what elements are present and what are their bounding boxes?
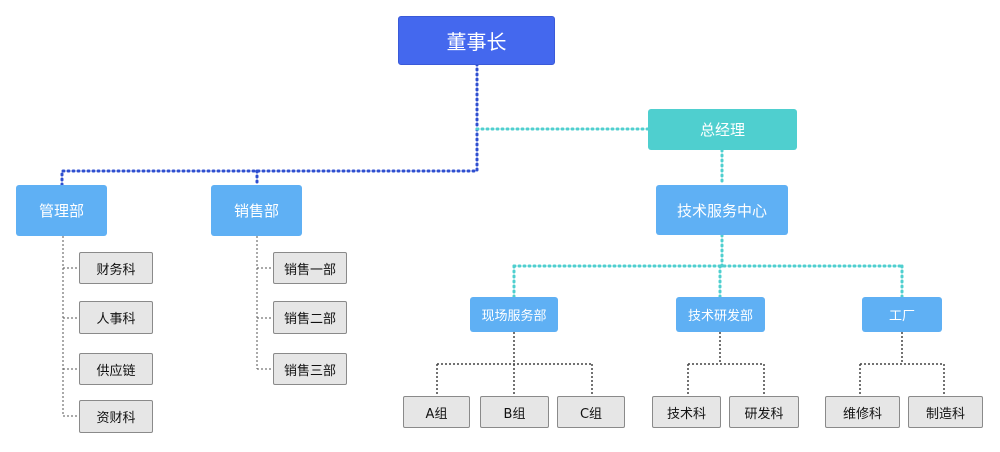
general-manager-label: 总经理 bbox=[699, 121, 745, 139]
section-label: 财务科 bbox=[96, 262, 136, 278]
management-dept-box: 管理部 bbox=[16, 185, 107, 236]
section-label: 资财科 bbox=[96, 411, 136, 426]
section-hr: 人事科 bbox=[79, 301, 153, 334]
chairman-box: 董事长 bbox=[398, 16, 555, 65]
factory-box: 工厂 bbox=[862, 297, 942, 332]
section-research: 研发科 bbox=[729, 396, 799, 428]
rnd-dept-box: 技术研发部 bbox=[676, 297, 765, 332]
gm-connectors bbox=[475, 127, 904, 299]
section-tech: 技术科 bbox=[652, 396, 721, 428]
dept-connectors bbox=[62, 236, 274, 417]
group-a: A组 bbox=[403, 396, 470, 428]
group-label: B组 bbox=[503, 406, 526, 422]
section-label: 制造科 bbox=[925, 406, 965, 422]
field-service-dept-label: 现场服务部 bbox=[481, 309, 547, 324]
general-manager-box: 总经理 bbox=[648, 109, 797, 150]
management-dept-label: 管理部 bbox=[38, 202, 84, 220]
section-label: 供应链 bbox=[96, 363, 136, 379]
section-label: 销售三部 bbox=[283, 363, 336, 379]
section-label: 研发科 bbox=[744, 406, 784, 422]
section-assets: 资财科 bbox=[79, 400, 153, 433]
group-label: C组 bbox=[579, 406, 603, 422]
group-c: C组 bbox=[557, 396, 625, 428]
factory-label: 工厂 bbox=[888, 309, 915, 324]
field-service-dept-box: 现场服务部 bbox=[470, 297, 558, 332]
tech-center-box: 技术服务中心 bbox=[656, 185, 788, 235]
section-supply-chain: 供应链 bbox=[79, 353, 153, 385]
sales-dept-label: 销售部 bbox=[233, 202, 279, 220]
rnd-dept-label: 技术研发部 bbox=[687, 309, 753, 324]
group-b: B组 bbox=[480, 396, 549, 428]
tech-center-label: 技术服务中心 bbox=[676, 201, 767, 220]
section-manufacturing: 制造科 bbox=[908, 396, 983, 428]
section-label: 销售一部 bbox=[283, 262, 336, 278]
section-sales-3: 销售三部 bbox=[273, 353, 347, 385]
chairman-connectors bbox=[60, 62, 479, 187]
section-label: 人事科 bbox=[96, 312, 136, 327]
group-label: A组 bbox=[425, 406, 448, 422]
section-label: 技术科 bbox=[666, 406, 706, 422]
section-maintenance: 维修科 bbox=[825, 396, 900, 428]
section-sales-1: 销售一部 bbox=[273, 252, 347, 284]
section-sales-2: 销售二部 bbox=[273, 301, 347, 334]
chairman-label: 董事长 bbox=[446, 30, 507, 54]
tech-connectors bbox=[436, 332, 945, 396]
section-label: 销售二部 bbox=[283, 312, 336, 327]
section-finance: 财务科 bbox=[79, 252, 153, 284]
section-label: 维修科 bbox=[842, 406, 882, 422]
sales-dept-box: 销售部 bbox=[211, 185, 302, 236]
